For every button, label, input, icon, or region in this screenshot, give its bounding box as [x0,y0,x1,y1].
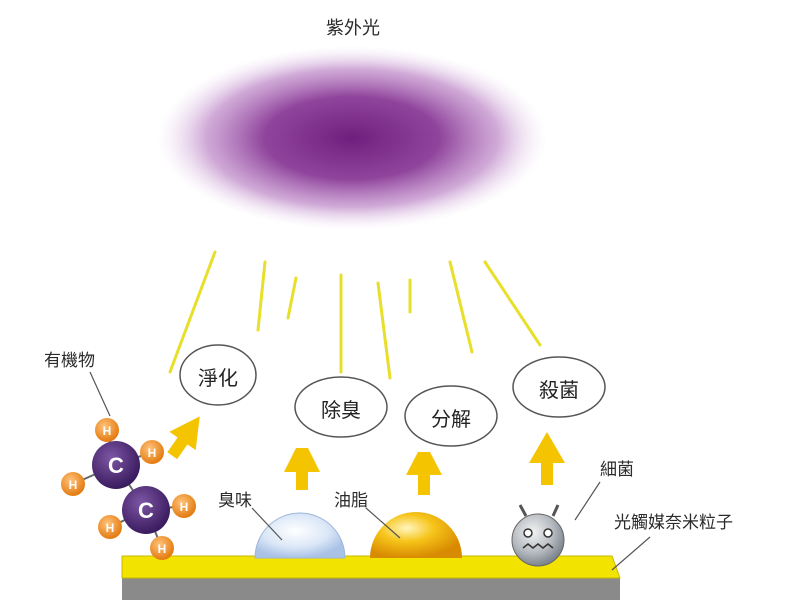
organic-label: 有機物 [44,351,95,371]
hydrogen-letter: H [103,424,112,438]
odor-sphere [254,512,346,559]
up-arrows [167,416,565,495]
hydrogen-atom [61,472,85,496]
uv-ray [168,250,217,374]
uv-ray [448,260,474,354]
sterilize-bubble [512,356,606,418]
bacteria-icon [511,504,565,567]
hydrogen-letter: H [69,478,78,492]
substrate-base [122,578,620,600]
decompose-bubble [404,385,498,447]
hydrogen-atom [150,536,174,560]
carbon-atom [92,441,140,489]
up-arrow-icon [406,452,442,495]
uv-light-title: 紫外光 [326,18,380,39]
hydrogen-letter: H [106,521,115,535]
hydrogen-atom [98,515,122,539]
hydrogen-atom [172,494,196,518]
odor-label: 臭味 [218,491,252,511]
hydrogen-letter: H [158,542,167,556]
sterilize-label: 殺菌 [539,378,579,402]
uv-ray [256,260,267,332]
uv-ray [376,281,392,380]
hydrogen-atom [95,418,119,442]
hydrogen-atom [140,440,164,464]
deodorize-bubble [294,376,388,438]
bacteria-label: 細菌 [600,460,634,480]
grease-label: 油脂 [334,491,368,511]
nano-particle-label: 光觸媒奈米粒子 [614,513,733,533]
carbon-atom [122,486,170,534]
hydrogen-atoms [61,418,196,560]
leader-lines [89,371,651,571]
grease-sphere [370,512,462,558]
uv-rays [168,250,542,380]
uv-ray [286,276,298,320]
up-arrow-icon [167,416,200,460]
purify-label: 淨化 [198,366,238,390]
carbon-letter: C [138,498,154,523]
deodorize-label: 除臭 [321,398,361,422]
carbon-letter: C [108,453,124,478]
uv-light-cloud [157,46,547,230]
hydrogen-letter: H [148,446,157,460]
decompose-label: 分解 [431,407,471,431]
hydrogen-letter: H [180,500,189,514]
uv-ray [483,260,542,347]
up-arrow-icon [529,432,565,485]
up-arrow-icon [284,448,320,490]
purify-bubble [179,344,257,406]
